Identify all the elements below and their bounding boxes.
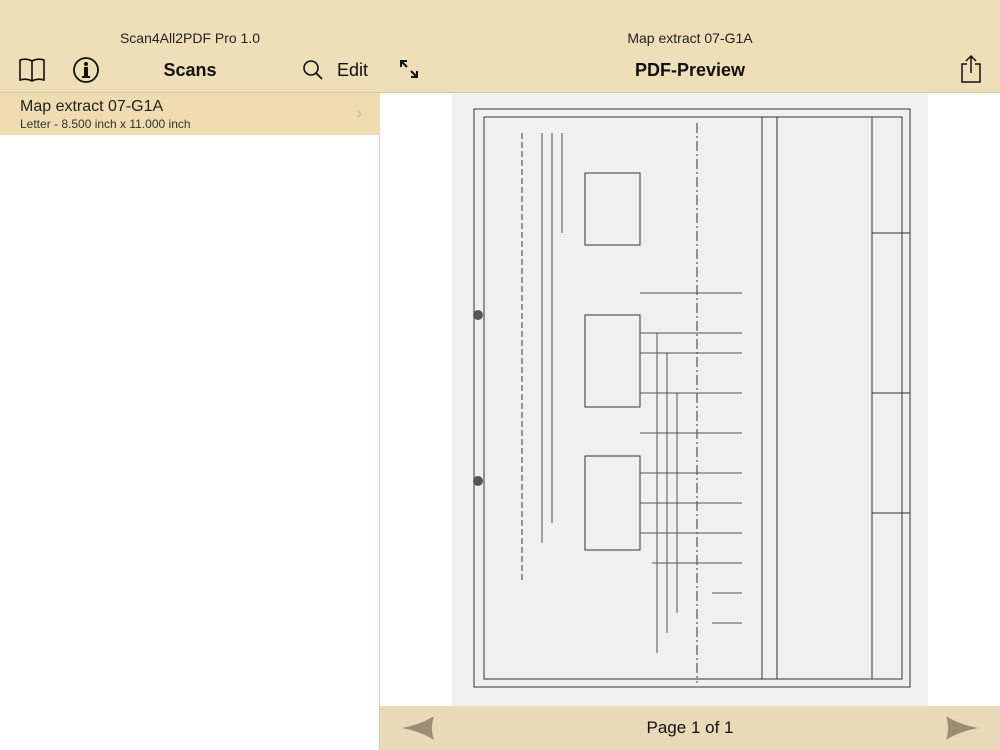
page-navigation-bar: Page 1 of 1 xyxy=(380,706,1000,750)
book-icon[interactable] xyxy=(18,56,46,84)
search-icon[interactable] xyxy=(302,59,324,81)
page-indicator: Page 1 of 1 xyxy=(646,718,734,737)
scans-title: Scans xyxy=(163,60,217,80)
list-item[interactable]: Map extract 07-G1A Letter - 8.500 inch x… xyxy=(0,93,380,135)
chevron-right-icon: › xyxy=(356,103,362,123)
scans-header: Scan4All2PDF Pro 1.0 Scans Edit xyxy=(0,0,380,93)
info-icon[interactable] xyxy=(72,56,100,84)
edit-button[interactable]: Edit xyxy=(336,60,368,80)
scan-title: Map extract 07-G1A xyxy=(20,98,164,115)
scanned-page-image xyxy=(452,93,928,706)
pdf-viewer[interactable] xyxy=(380,93,1000,706)
scans-pane: Scan4All2PDF Pro 1.0 Scans Edit Map extr… xyxy=(0,0,380,750)
document-title: Map extract 07-G1A xyxy=(627,30,753,46)
app-title: Scan4All2PDF Pro 1.0 xyxy=(119,30,261,46)
share-icon[interactable] xyxy=(960,54,982,84)
preview-header: Map extract 07-G1A PDF-Preview xyxy=(380,0,1000,93)
previous-page-arrow-icon[interactable] xyxy=(402,716,440,740)
next-page-arrow-icon[interactable] xyxy=(940,716,978,740)
preview-title: PDF-Preview xyxy=(634,60,746,80)
scan-size: Letter - 8.500 inch x 11.000 inch xyxy=(20,117,191,131)
preview-pane: Map extract 07-G1A PDF-Preview Page 1 of… xyxy=(380,0,1000,750)
expand-icon[interactable] xyxy=(398,58,420,80)
